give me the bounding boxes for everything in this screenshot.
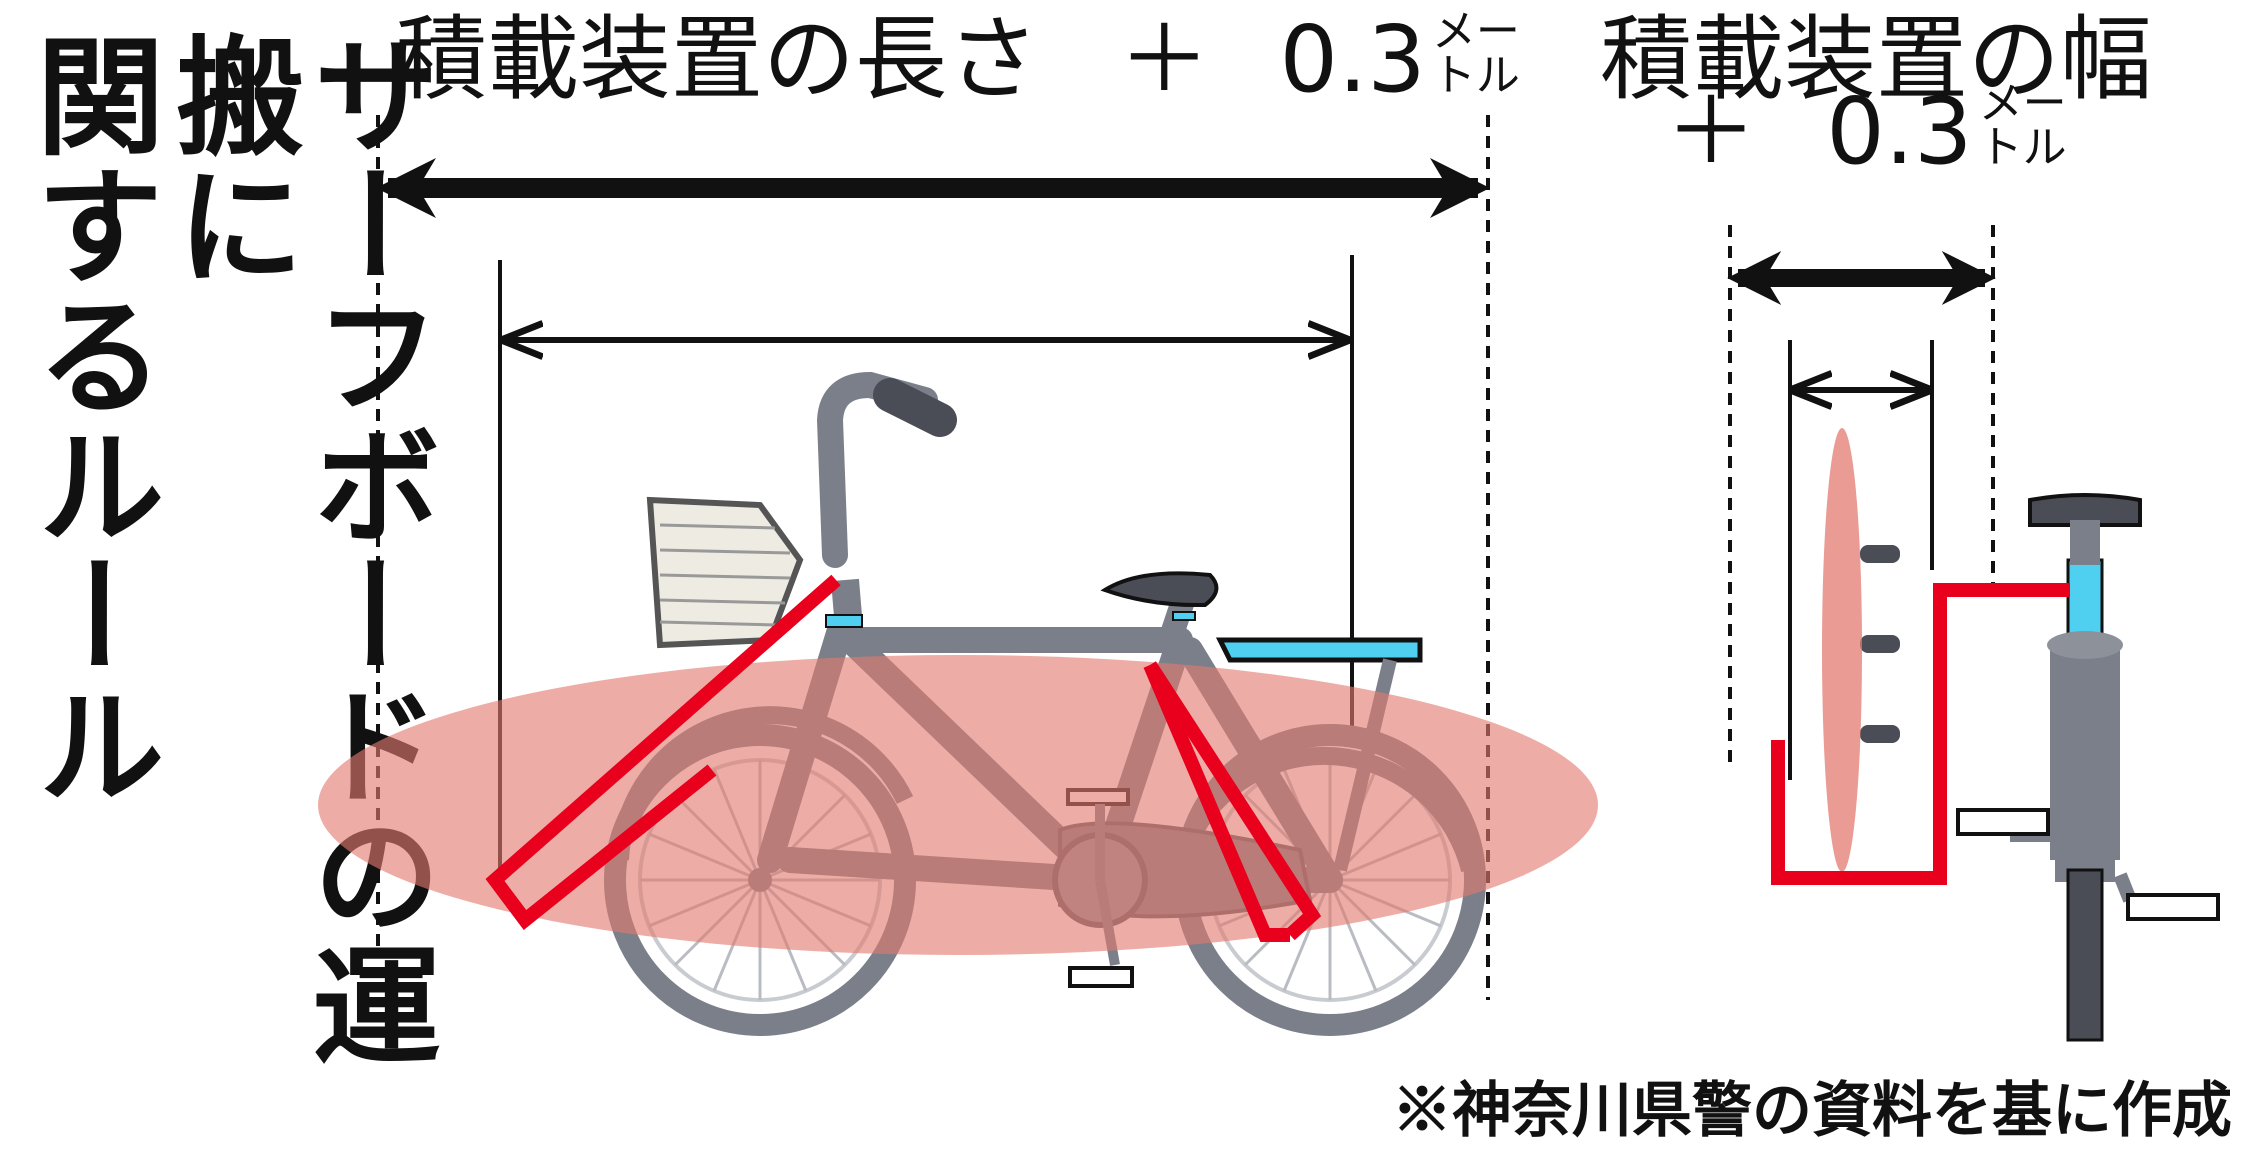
basket bbox=[646, 496, 804, 649]
rear-rack bbox=[1771, 583, 2070, 885]
rack-rear-outline bbox=[1144, 661, 1322, 941]
length-plus: ＋ bbox=[1118, 6, 1211, 113]
head-tube bbox=[831, 578, 864, 642]
handlebar-grip bbox=[873, 378, 957, 437]
rack-slot bbox=[1860, 545, 1900, 563]
length-unit-bottom: トル bbox=[1431, 50, 1520, 101]
surfboard-edge bbox=[1822, 428, 1862, 872]
rear-saddle bbox=[2028, 493, 2142, 527]
handlebar-stem bbox=[816, 371, 938, 568]
rack-slot bbox=[1860, 725, 1900, 743]
width-unit: メートル bbox=[1979, 82, 2067, 170]
width-label: 積載装置の幅 bbox=[1600, 6, 2153, 113]
surfboard-side bbox=[318, 655, 1598, 955]
right-pedal bbox=[2126, 893, 2220, 921]
bicycle-rear-icon bbox=[1956, 493, 2220, 1042]
rear-carrier bbox=[1215, 637, 1423, 663]
side-rack bbox=[485, 574, 1322, 942]
title-column-2: 関するルール bbox=[14, 30, 163, 810]
length-unit-top: メー bbox=[1431, 6, 1520, 57]
source-note: ※神奈川県警の資料を基に作成 bbox=[1392, 1076, 2232, 1146]
width-unit-top: メー bbox=[1978, 78, 2067, 129]
rack-slot bbox=[1860, 635, 1900, 653]
pedal-bottom bbox=[1068, 966, 1134, 988]
length-offset-value: 0.3 bbox=[1279, 6, 1426, 113]
length-label-text: 積載装置の長さ bbox=[395, 6, 1040, 113]
saddle bbox=[1100, 571, 1219, 608]
rear-tire bbox=[2066, 868, 2104, 1042]
width-offset-value: 0.3 bbox=[1826, 78, 1973, 185]
length-unit: メートル bbox=[1432, 10, 1520, 98]
width-plus: ＋ bbox=[1665, 78, 1758, 185]
left-pedal bbox=[1956, 808, 2050, 836]
width-unit-bottom: トル bbox=[1978, 122, 2067, 173]
rack-front-outline bbox=[485, 574, 841, 930]
